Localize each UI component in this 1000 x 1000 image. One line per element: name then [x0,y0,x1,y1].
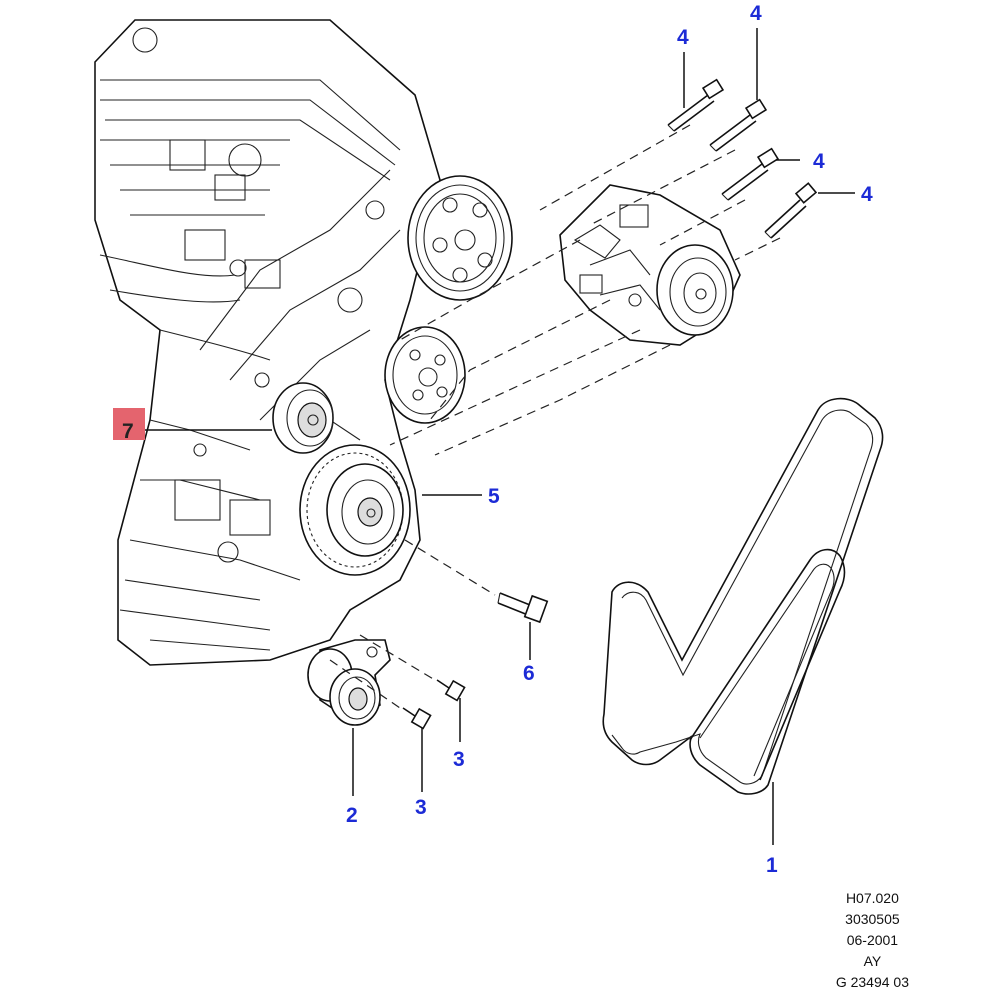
idler-pulley [272,382,334,454]
reference-line-3: 06-2001 [846,932,899,948]
reference-line-4: AY [863,953,882,969]
callout-tensioner: 2 [346,804,358,827]
callout-compressor-bolt-c: 4 [813,150,825,173]
engine-block [94,19,441,666]
compressor-bolt-a [667,78,725,132]
callout-compressor-bolt-b: 4 [750,2,762,25]
drive-belt [602,397,884,795]
callout-belt: 1 [766,854,778,877]
callout-compressor-bolt-d: 4 [861,183,873,206]
compressor-bolt-b [709,98,768,152]
callout-crank-pulley: 5 [488,485,500,508]
leader-lines [132,28,855,845]
ac-compressor [559,184,741,346]
callout-7-highlight [113,408,145,440]
water-pump-pulley [384,326,466,424]
crankshaft-bolt [497,592,549,624]
callout-compressor-bolt-a: 4 [677,26,689,49]
callout-tensioner-bolt-a: 3 [453,748,465,771]
reference-block: H07.020 3030505 06-2001 AY G 23494 03 [836,888,909,993]
belt-tensioner [307,639,391,726]
compressor-bolt-c [721,147,780,201]
tensioner-bolt-b [402,707,432,730]
crankshaft-pulley [299,444,411,576]
callout-idler-pulley: 7 [122,420,134,443]
reference-line-2: 3030505 [845,911,900,927]
reference-line-1: H07.020 [845,890,899,906]
callout-tensioner-bolt-b: 3 [415,796,427,819]
tensioner-bolt-a [436,679,466,702]
power-steering-pulley [407,175,513,301]
assembly-lines [329,124,781,709]
compressor-bolt-d [764,182,818,239]
callout-crank-bolt: 6 [523,662,535,685]
reference-line-5: G 23494 03 [835,974,909,990]
